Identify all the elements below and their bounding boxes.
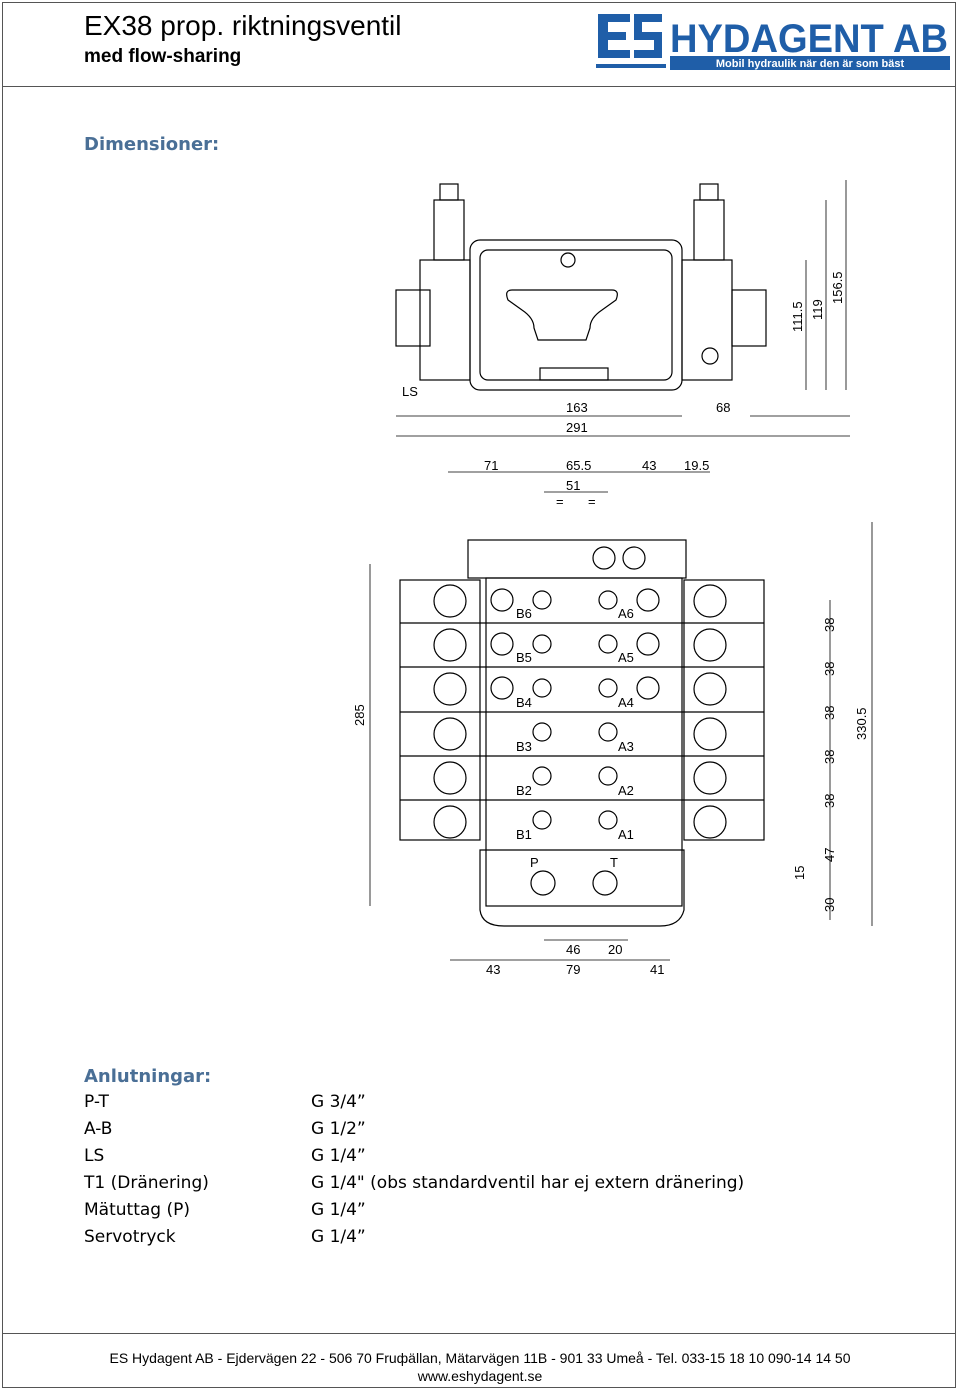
logo-tagline-bar — [670, 56, 950, 70]
dim-38-3: 38 — [822, 706, 837, 720]
connection-value: G 3/4” — [311, 1092, 366, 1112]
port-b5: B5 — [516, 650, 532, 665]
port-a6: A6 — [618, 606, 634, 621]
dim-15: 15 — [792, 866, 807, 880]
port-p: P — [530, 855, 539, 870]
dim-30: 30 — [822, 898, 837, 912]
work-port-holes — [490, 546, 660, 896]
coil-connectors — [433, 584, 727, 839]
dim-41: 41 — [650, 962, 664, 977]
connection-label: A-B — [84, 1119, 113, 1139]
dim-46: 46 — [566, 942, 580, 957]
connection-label: Mätuttag (P) — [84, 1200, 190, 1220]
dim-43-bottom: 43 — [486, 962, 500, 977]
dim-330-5: 330.5 — [854, 707, 869, 740]
port-b2: B2 — [516, 783, 532, 798]
port-b6: B6 — [516, 606, 532, 621]
dim-79: 79 — [566, 962, 580, 977]
port-a5: A5 — [618, 650, 634, 665]
port-a1: A1 — [618, 827, 634, 842]
connection-label: T1 (Dränering) — [84, 1173, 209, 1193]
dim-71: 71 — [484, 458, 498, 473]
footer-address: ES Hydagent AB - Ejdervägen 22 - 506 70 … — [109, 1350, 851, 1366]
es-mark-icon — [596, 14, 666, 68]
dim-285: 285 — [352, 704, 367, 726]
connection-value: G 1/4” — [311, 1227, 366, 1247]
page-footer: ES Hydagent AB - Ejdervägen 22 - 506 70 … — [0, 1349, 960, 1385]
port-t: T — [610, 855, 618, 870]
footer-website[interactable]: www.eshydagent.se — [417, 1368, 543, 1384]
dim-38-5: 38 — [822, 794, 837, 808]
connection-value: G 1/4" (obs standardventil har ej extern… — [311, 1173, 745, 1193]
port-b1: B1 — [516, 827, 532, 842]
dim-43-top: 43 — [642, 458, 656, 473]
dim-20: 20 — [608, 942, 622, 957]
dim-38-4: 38 — [822, 750, 837, 764]
connections-heading: Anlutningar: — [84, 1066, 212, 1087]
page-title: EX38 prop. riktningsventil — [84, 10, 402, 41]
front-view-drawing — [399, 539, 765, 927]
page-subtitle: med flow-sharing — [84, 46, 242, 67]
hydagent-logo: HYDAGENT AB Mobil hydraulik när den är s… — [596, 14, 950, 70]
port-a2: A2 — [618, 783, 634, 798]
dim-38-2: 38 — [822, 662, 837, 676]
dim-163: 163 — [566, 400, 588, 415]
header-divider — [2, 86, 956, 87]
equal-mark-left: = — [556, 494, 564, 509]
connection-value: G 1/2” — [311, 1119, 366, 1139]
port-b3: B3 — [516, 739, 532, 754]
logo-brand: HYDAGENT AB — [670, 17, 948, 61]
equal-mark-right: = — [588, 494, 596, 509]
valve-dimension-drawing: LS 163 68 291 111.5 119 156.5 71 65.5 43… — [352, 180, 873, 977]
dim-68: 68 — [716, 400, 730, 415]
dim-111-5: 111.5 — [790, 301, 805, 332]
dim-119: 119 — [810, 299, 825, 320]
logo-tagline: Mobil hydraulik när den är som bäst — [716, 58, 905, 70]
footer-divider — [2, 1333, 956, 1334]
top-ls-label: LS — [402, 384, 418, 399]
dim-65-5: 65.5 — [566, 458, 591, 473]
connection-label: LS — [84, 1146, 105, 1166]
port-b4: B4 — [516, 695, 532, 710]
port-a4: A4 — [618, 695, 634, 710]
connection-value: G 1/4” — [311, 1146, 366, 1166]
dim-38-1: 38 — [822, 618, 837, 632]
connection-value: G 1/4” — [311, 1200, 366, 1220]
dim-51: 51 — [566, 478, 580, 493]
port-a3: A3 — [618, 739, 634, 754]
dim-19-5: 19.5 — [684, 458, 709, 473]
dim-156-5: 156.5 — [830, 271, 845, 304]
dim-47: 47 — [822, 848, 837, 862]
dim-291: 291 — [566, 420, 588, 435]
top-view-drawing — [395, 183, 767, 391]
dimensions-heading: Dimensioner: — [84, 134, 220, 155]
connection-label: Servotryck — [84, 1227, 176, 1247]
connection-label: P-T — [84, 1092, 109, 1112]
